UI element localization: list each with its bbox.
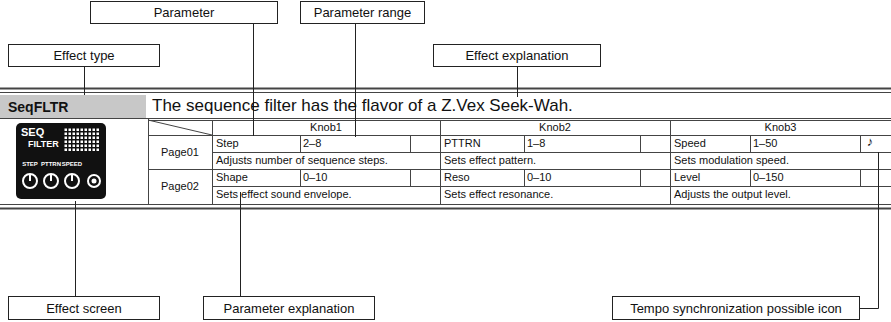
callout-box: Parameter explanation: [203, 296, 375, 320]
leader-lines: [76, 24, 879, 309]
screen-knob-label: PTTRN: [39, 161, 63, 168]
parameter-range: 0–10: [303, 171, 407, 184]
effect-screen-icon: [16, 123, 106, 199]
callout-box: Effect explanation: [433, 44, 601, 67]
column-header: Knob2: [440, 121, 670, 134]
parameter-range: 0–10: [527, 171, 637, 184]
parameter-name: Reso: [444, 171, 522, 184]
callout-text: Parameter range: [314, 5, 412, 20]
parameter-explanation: Sets effect sound envelope.: [216, 188, 438, 201]
parameter-name: Shape: [216, 171, 298, 184]
page-label: Page02: [148, 180, 212, 193]
parameter-explanation: Adjusts number of sequence steps.: [216, 154, 438, 167]
callout-text: Parameter: [154, 5, 215, 20]
parameter-range: 1–8: [527, 137, 637, 150]
parameter-explanation: Sets effect resonance.: [444, 188, 668, 201]
parameter-explanation: Sets effect pattern.: [444, 154, 668, 167]
column-header: Knob3: [670, 121, 891, 134]
callout-text: SeqFLTR: [8, 99, 68, 115]
parameter-explanation: Sets modulation speed.: [674, 154, 874, 167]
callout-box: Parameter range: [300, 1, 425, 24]
parameter-range: 1–50: [753, 137, 857, 150]
callout-text: Effect type: [53, 48, 114, 63]
parameter-name: PTTRN: [444, 137, 522, 150]
screen-text: SEQ: [21, 126, 61, 139]
parameter-name: Level: [674, 171, 748, 184]
page-label: Page01: [148, 146, 212, 159]
callout-text: Parameter explanation: [224, 301, 355, 316]
callout-box: Effect type: [8, 44, 160, 67]
leader-line: [84, 67, 85, 95]
screen-knob-label: STEP: [18, 161, 42, 168]
parameter-explanation: Adjusts the output level.: [674, 188, 888, 201]
callout-text: Tempo synchronization possible icon: [630, 301, 842, 316]
tempo-sync-icon: ♪: [862, 135, 878, 150]
parameter-name: Step: [216, 137, 298, 150]
callout-text: Effect explanation: [465, 48, 568, 63]
parameter-name: Speed: [674, 137, 748, 150]
parameter-range: 2–8: [303, 137, 407, 150]
callout-text: Effect screen: [46, 301, 122, 316]
callout-box: Effect screen: [8, 296, 160, 320]
screen-knob-label: SPEED: [60, 161, 84, 168]
effect-explanation: The sequence filter has the flavor of a …: [152, 96, 852, 116]
callout-box: Parameter: [90, 1, 278, 24]
effect-type-cell: SeqFLTR: [0, 95, 146, 118]
column-header: Knob1: [212, 121, 440, 134]
screen-text: FILTER: [28, 139, 68, 149]
table-lines: [0, 89, 891, 209]
parameter-range: 0–150: [753, 171, 857, 184]
callout-box: Tempo synchronization possible icon: [612, 296, 860, 320]
